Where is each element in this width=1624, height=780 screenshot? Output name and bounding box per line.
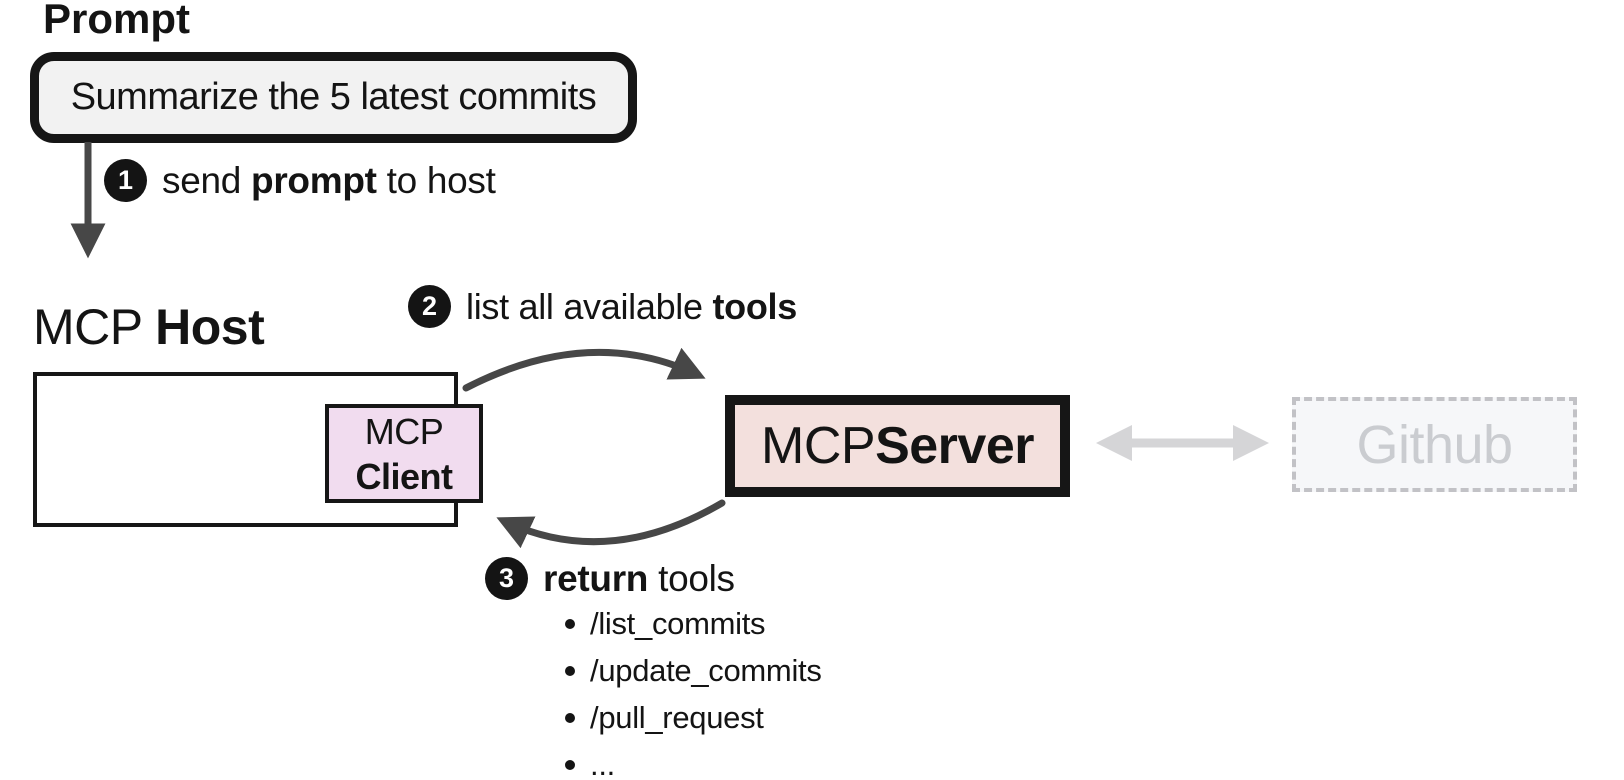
step-1: 1 send prompt to host	[104, 159, 496, 202]
host-label-plain: MCP	[33, 299, 156, 355]
server-label-plain: MCP	[761, 417, 876, 475]
step-1-text: send	[162, 159, 252, 201]
host-label: MCP Host	[33, 299, 265, 355]
server-label-bold: Server	[875, 417, 1034, 475]
step-3-text-bold: return	[543, 557, 649, 599]
step-1-label: send prompt to host	[162, 160, 496, 202]
tools-list: /list_commits /update_commits /pull_requ…	[556, 600, 822, 780]
prompt-heading: Prompt	[43, 0, 190, 42]
step-2-badge: 2	[408, 285, 451, 328]
step-3: 3 return tools	[485, 557, 735, 600]
tool-item: ...	[556, 741, 822, 780]
prompt-box: Summarize the 5 latest commits	[30, 52, 637, 143]
client-box: MCP Client	[325, 404, 483, 503]
github-box: Github	[1292, 397, 1577, 492]
step-3-badge: 3	[485, 557, 528, 600]
step-2-label: list all available tools	[466, 286, 797, 328]
step-1-badge: 1	[104, 159, 147, 202]
step-2: 2 list all available tools	[408, 285, 797, 328]
tool-item: /pull_request	[556, 694, 822, 741]
step-2-text: list all available	[466, 285, 713, 327]
step-2-text-bold: tools	[712, 285, 797, 327]
tool-item: /list_commits	[556, 600, 822, 647]
client-label-line2: Client	[355, 455, 453, 497]
server-box: MCP Server	[725, 395, 1070, 497]
github-label: Github	[1356, 414, 1513, 475]
return-tools-arc-arrow	[496, 499, 726, 549]
step-1-text-after: to host	[376, 159, 496, 201]
step-3-text-after: tools	[648, 557, 735, 599]
tool-item: /update_commits	[556, 647, 822, 694]
step-3-label: return tools	[543, 558, 735, 600]
client-label-line1: MCP	[364, 410, 444, 452]
prompt-text: Summarize the 5 latest commits	[70, 76, 597, 118]
list-tools-arc-arrow	[462, 347, 706, 392]
host-label-bold: Host	[155, 299, 265, 355]
step-1-text-bold: prompt	[251, 159, 377, 201]
